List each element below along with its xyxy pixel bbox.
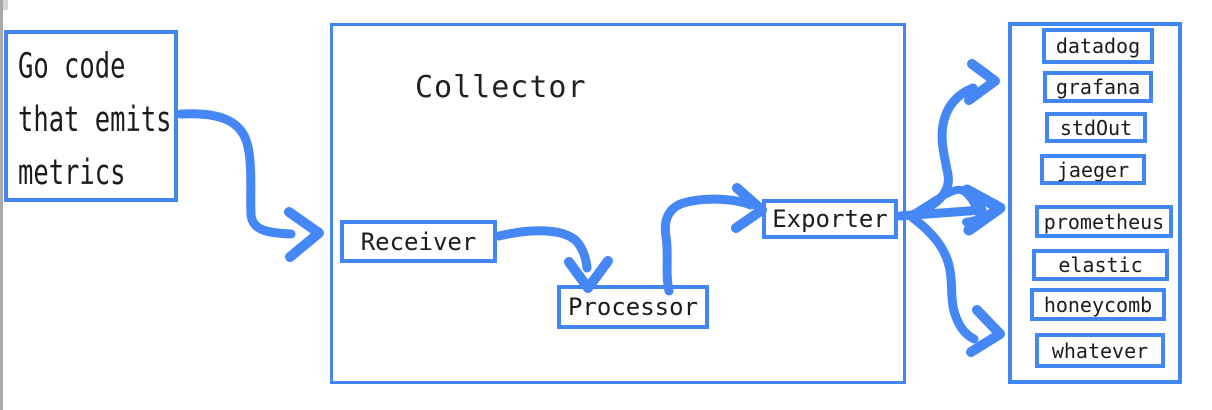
source-text-line: Go code xyxy=(18,46,126,87)
destination-label: prometheus xyxy=(1043,209,1165,234)
collector-title: Collector xyxy=(415,70,587,105)
node-exporter: Exporter xyxy=(762,199,898,239)
arrow-source-to-receiver xyxy=(176,109,296,239)
processor-label: Processor xyxy=(567,293,699,321)
node-destination-elastic: elastic xyxy=(1032,249,1169,281)
node-destination-whatever: whatever xyxy=(1035,333,1165,368)
arrow-exporter-to-top-destinations xyxy=(907,83,978,220)
arrow-exporter-to-bottom-destinations xyxy=(908,213,979,344)
node-destination-stdout: stdOut xyxy=(1045,112,1147,143)
arrowhead-middle-hook-icon xyxy=(962,196,989,226)
node-receiver: Receiver xyxy=(340,220,497,263)
node-destination-datadog: datadog xyxy=(1042,28,1154,64)
source-text-line: that emits xyxy=(18,99,172,140)
destination-label: jaeger xyxy=(1056,157,1130,182)
node-destination-jaeger: jaeger xyxy=(1040,154,1146,185)
scrollbar-corner xyxy=(0,0,8,10)
node-destination-grafana: grafana xyxy=(1043,71,1153,103)
receiver-label: Receiver xyxy=(360,227,477,256)
node-destination-prometheus: prometheus xyxy=(1035,205,1173,238)
destination-label: elastic xyxy=(1058,253,1143,277)
destination-label: datadog xyxy=(1055,34,1141,58)
destination-label: whatever xyxy=(1051,338,1149,363)
node-processor: Processor xyxy=(557,285,709,329)
arrowhead-middle-destinations-icon xyxy=(961,184,1006,236)
source-text: Go code that emits metrics xyxy=(18,40,172,199)
destination-label: honeycomb xyxy=(1043,292,1153,317)
node-destination-honeycomb: honeycomb xyxy=(1030,288,1166,321)
arrow-exporter-to-middle-destinations xyxy=(895,205,987,221)
source-text-line: metrics xyxy=(18,152,126,193)
left-scrollbar-strip[interactable] xyxy=(0,0,3,410)
arrowhead-source-to-receiver-icon xyxy=(284,207,324,262)
exporter-label: Exporter xyxy=(772,205,888,233)
arrowhead-bottom-destinations-icon xyxy=(966,305,1005,357)
arrowhead-top-destinations-icon xyxy=(964,59,1000,105)
arrow-middle-hook-stroke xyxy=(913,185,983,218)
node-go-code-source: Go code that emits metrics xyxy=(4,30,178,202)
destination-label: grafana xyxy=(1055,75,1141,99)
destination-label: stdOut xyxy=(1059,115,1133,140)
